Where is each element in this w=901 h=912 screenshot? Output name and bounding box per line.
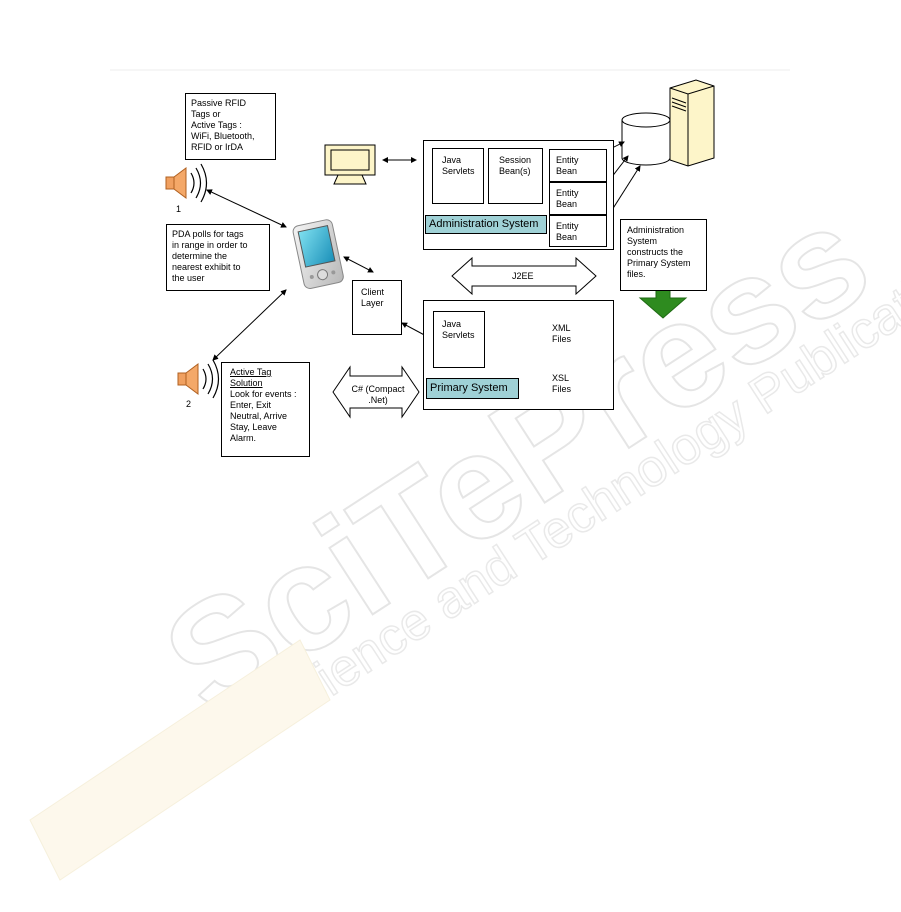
admin-system-note: Administration System constructs the Pri… [620, 219, 707, 291]
j2ee-arrow [451, 256, 597, 296]
csharp-arrow [332, 365, 420, 419]
display-terminal-icon [324, 144, 376, 185]
active-tag-title: Active Tag Solution [230, 367, 272, 388]
client-layer-label: Client Layer [361, 287, 385, 308]
client-layer-box: Client Layer [352, 280, 402, 335]
speaker-label-1: 1 [176, 204, 181, 214]
primary-java-servlets-label: Java Servlets [442, 319, 475, 340]
entity-bean-box-3: Entity Bean [549, 215, 607, 247]
entity-bean-box-2: Entity Bean [549, 182, 607, 215]
admin-java-servlets-label: Java Servlets [442, 155, 475, 176]
entity-bean-box-1: Entity Bean [549, 149, 607, 182]
tag-types-note: Passive RFID Tags or Active Tags : WiFi,… [185, 93, 276, 160]
watermark-shape [29, 639, 331, 881]
entity-bean-label-2: Entity Bean [556, 188, 579, 209]
database-server-icon [621, 79, 715, 167]
speaker-icon-2 [177, 359, 220, 399]
xml-files-label: XML Files [552, 323, 572, 344]
session-beans-label: Session Bean(s) [499, 155, 532, 176]
j2ee-label: J2EE [512, 271, 534, 281]
pda-polling-note: PDA polls for tags in range in order to … [166, 224, 270, 291]
speaker-icon-1 [165, 163, 208, 203]
active-tag-body: Look for events : Enter, Exit Neutral, A… [230, 389, 297, 443]
active-tag-solution-box: Active Tag Solution Look for events : En… [221, 362, 310, 457]
admin-system-note-text: Administration System constructs the Pri… [627, 225, 691, 279]
entity-bean-label-1: Entity Bean [556, 155, 579, 176]
pda-polling-text: PDA polls for tags in range in order to … [172, 229, 248, 283]
pda-icon [292, 219, 344, 289]
csharp-label: C# (Compact .Net) [351, 384, 405, 405]
admin-java-servlets-box: Java Servlets [432, 148, 484, 204]
xsl-files-label: XSL Files [552, 373, 572, 394]
primary-system-label: Primary System [426, 378, 519, 399]
session-beans-box: Session Bean(s) [488, 148, 543, 204]
primary-java-servlets-box: Java Servlets [433, 311, 485, 368]
administration-system-label: Administration System [425, 215, 547, 234]
entity-bean-label-3: Entity Bean [556, 221, 579, 242]
speaker-label-2: 2 [186, 399, 191, 409]
tag-types-text: Passive RFID Tags or Active Tags : WiFi,… [191, 98, 255, 152]
